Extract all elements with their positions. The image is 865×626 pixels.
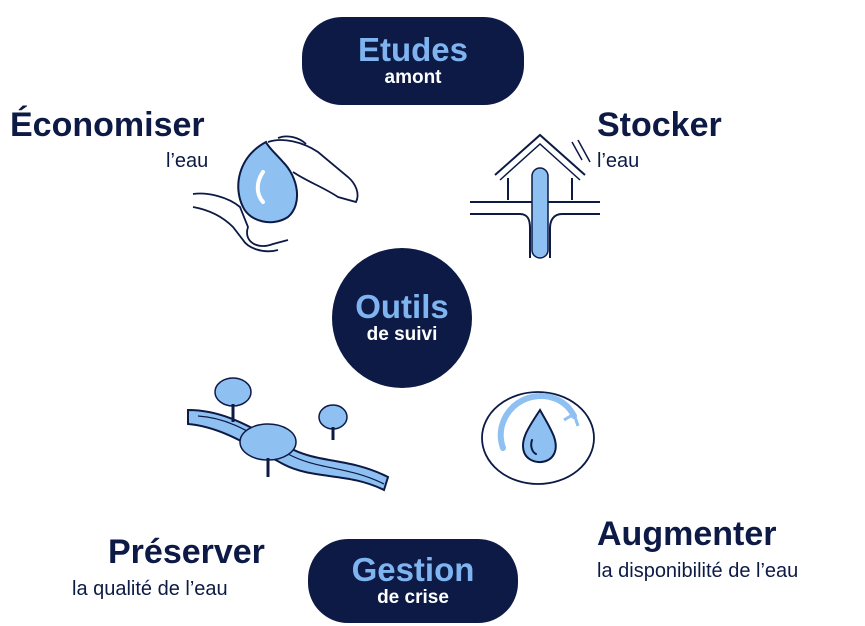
gestion-title: Gestion xyxy=(351,551,475,588)
water-drop-cycle-icon xyxy=(481,391,595,485)
etudes-sub: amont xyxy=(384,67,442,88)
etudes-amont-pill: Etudes amont xyxy=(302,17,524,105)
etudes-title: Etudes xyxy=(357,31,469,68)
gestion-de-crise-pill: Gestion de crise xyxy=(308,539,518,623)
preserver-sub: la qualité de l’eau xyxy=(72,578,228,600)
house-water-storage-icon xyxy=(470,133,600,259)
economiser-title: Économiser xyxy=(10,106,205,144)
economiser-sub: l’eau xyxy=(166,150,209,172)
augmenter-title: Augmenter xyxy=(597,515,777,553)
outils-title: Outils xyxy=(355,288,449,325)
preserver-title: Préserver xyxy=(108,533,265,571)
gestion-sub: de crise xyxy=(377,587,449,608)
stocker-sub: l’eau xyxy=(597,150,640,172)
stocker-title: Stocker xyxy=(597,106,722,144)
outils-sub: de suivi xyxy=(366,324,438,345)
river-trees-icon xyxy=(187,377,390,492)
hands-water-drop-icon xyxy=(192,135,359,253)
augmenter-sub: la disponibilité de l’eau xyxy=(597,560,799,582)
outils-de-suivi-circle: Outils de suivi xyxy=(332,248,472,388)
